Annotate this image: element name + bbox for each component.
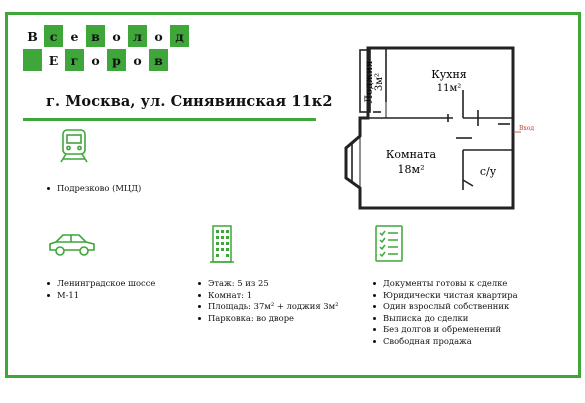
list-item: Свободная продажа (372, 336, 518, 348)
logo-block (23, 49, 42, 71)
loggia-label: Лоджия (364, 61, 375, 104)
roads-list: Ленинградское шоссе М-11 (46, 278, 155, 301)
floor-plan: Лоджия 3м² Кухня 11м² Комната 18м² с/у В… (344, 46, 534, 210)
room-label: Комната (386, 148, 437, 161)
entrance-label: Вход (519, 125, 534, 132)
title-underline (23, 118, 316, 121)
logo: В с е в о л о д Е г о р о в (23, 25, 191, 73)
building-list: Этаж: 5 из 25 Комнат: 1 Площадь: 37м² + … (197, 278, 338, 324)
logo-letter: г (65, 49, 84, 71)
logo-row-1: В с е в о л о д (23, 25, 191, 49)
list-item: Площадь: 37м² + лоджия 3м² (197, 301, 338, 313)
logo-letter: В (23, 25, 42, 47)
car-icon (49, 234, 95, 256)
logo-letter: л (128, 25, 147, 47)
logo-row-2: Е г о р о в (23, 49, 191, 73)
logo-letter: о (86, 49, 105, 71)
logo-letter: о (149, 25, 168, 47)
logo-letter: Е (44, 49, 63, 71)
building-icon (210, 225, 234, 263)
room-area: 18м² (398, 163, 425, 176)
list-item: Этаж: 5 из 25 (197, 278, 338, 290)
list-item: Документы готовы к сделке (372, 278, 518, 290)
logo-letter: р (107, 49, 126, 71)
train-icon (60, 129, 88, 163)
logo-letter: о (128, 49, 147, 71)
list-item: Комнат: 1 (197, 290, 338, 302)
bath-label: с/у (480, 165, 497, 178)
transport-list: Подрезково (МЦД) (46, 183, 141, 195)
kitchen-label: Кухня (431, 68, 467, 81)
loggia-area: 3м² (374, 73, 385, 91)
page-frame (5, 12, 581, 378)
address-title: г. Москва, ул. Синявинская 11к2 (46, 93, 333, 110)
logo-letter: е (65, 25, 84, 47)
logo-letter: д (170, 25, 189, 47)
checklist-icon (375, 225, 403, 262)
list-item: Юридически чистая квартира (372, 290, 518, 302)
list-item: Без долгов и обременений (372, 324, 518, 336)
list-item: Ленинградское шоссе (46, 278, 155, 290)
list-item: Выписка до сделки (372, 313, 518, 325)
list-item: М-11 (46, 290, 155, 302)
documents-list: Документы готовы к сделке Юридически чис… (372, 278, 518, 348)
list-item: Парковка: во дворе (197, 313, 338, 325)
list-item: Подрезково (МЦД) (46, 183, 141, 195)
logo-letter: в (86, 25, 105, 47)
page-frame-right (578, 12, 581, 378)
logo-letter: в (149, 49, 168, 71)
logo-letter: о (107, 25, 126, 47)
list-item: Один взрослый собственник (372, 301, 518, 313)
logo-letter: с (44, 25, 63, 47)
kitchen-area: 11м² (437, 83, 462, 94)
